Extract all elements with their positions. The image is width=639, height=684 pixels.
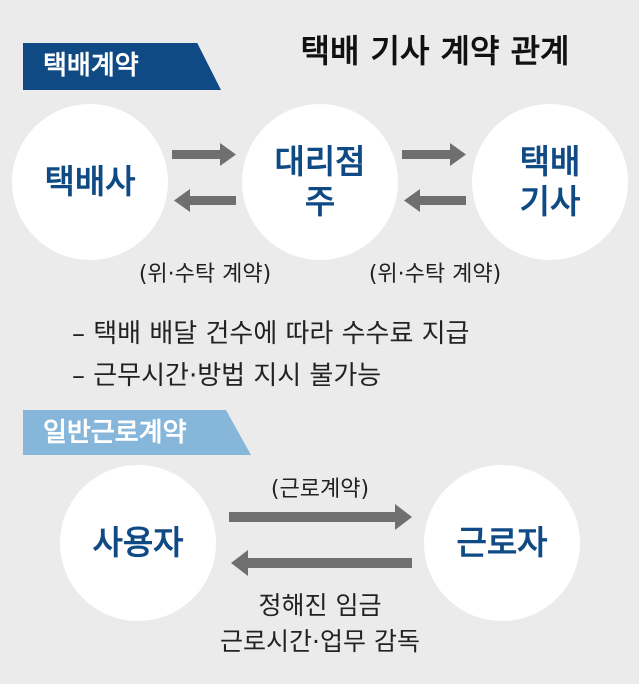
node-employer: 사용자 xyxy=(60,465,216,621)
node-courier-company: 택배사 xyxy=(12,104,168,260)
page-title: 택배 기사 계약 관계 xyxy=(300,32,570,70)
arrow-right-3 xyxy=(229,504,412,530)
arrow-left-3 xyxy=(231,550,412,576)
contract-label-1: (위·수탁 계약) xyxy=(138,262,272,287)
bullet-commission: – 택배 배달 건수에 따라 수수료 지급 xyxy=(72,319,470,349)
arrow-right-1 xyxy=(172,143,236,166)
node-worker: 근로자 xyxy=(424,465,580,621)
tag-general-labor-contract: 일반근로계약 xyxy=(23,410,251,455)
tag-courier-contract: 택배계약 xyxy=(23,43,221,90)
labor-contract-label: (근로계약) xyxy=(270,477,370,502)
node-agency-owner: 대리점 주 xyxy=(242,104,398,260)
bullet-no-direction: – 근무시간·방법 지시 불가능 xyxy=(72,361,382,391)
contract-label-2: (위·수탁 계약) xyxy=(368,262,502,287)
note-supervision: 근로시간·업무 감독 xyxy=(220,627,420,656)
node-courier-driver: 택배 기사 xyxy=(472,104,628,260)
note-wage: 정해진 임금 xyxy=(258,591,382,620)
arrow-left-2 xyxy=(404,189,466,212)
arrow-right-2 xyxy=(402,143,466,166)
arrow-left-1 xyxy=(174,189,236,212)
